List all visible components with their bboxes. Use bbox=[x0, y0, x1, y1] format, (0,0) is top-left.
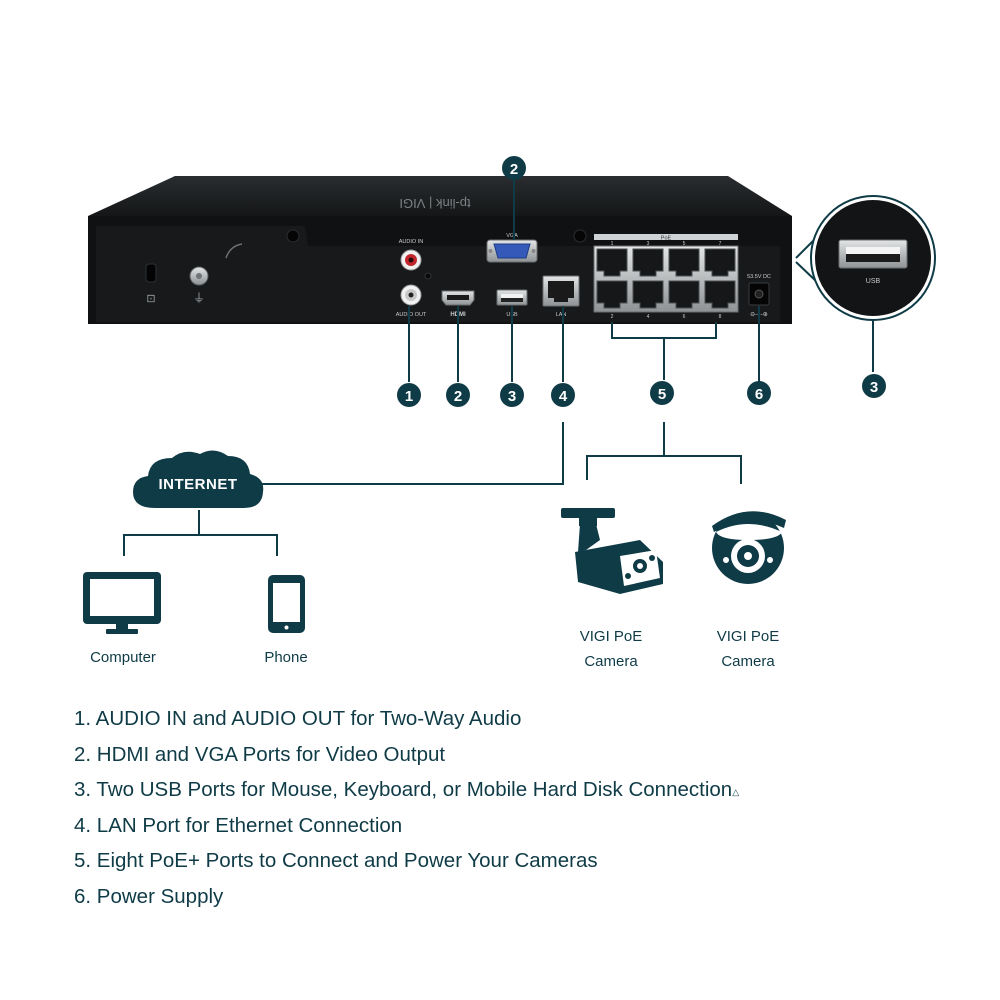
callout-badge-4 bbox=[551, 383, 575, 407]
poe-port-1 bbox=[596, 248, 628, 277]
poe-port-2 bbox=[596, 280, 628, 309]
vga-label: VGA bbox=[506, 233, 518, 239]
poe-port-7 bbox=[704, 248, 736, 277]
svg-text:3: 3 bbox=[870, 379, 878, 396]
turret-camera-label-line2: Camera bbox=[721, 653, 775, 670]
audio-out-label: AUDIO OUT bbox=[396, 312, 427, 318]
poe-bottom-number-2: 2 bbox=[611, 314, 614, 320]
feature-item-5: 5. Eight PoE+ Ports to Connect and Power… bbox=[74, 849, 598, 872]
footnote-triangle-icon: △ bbox=[732, 787, 740, 797]
poe-port-block bbox=[593, 245, 739, 313]
turret-camera-label-line1: VIGI PoE bbox=[717, 628, 780, 645]
internet-label: INTERNET bbox=[159, 476, 238, 493]
feature-list: 1. AUDIO IN and AUDIO OUT for Two-Way Au… bbox=[74, 705, 739, 918]
ground-icon: ⏚ bbox=[193, 291, 205, 305]
feature-item-6: 6. Power Supply bbox=[74, 884, 224, 908]
feature-item-2: 2. HDMI and VGA Ports for Video Output bbox=[74, 742, 446, 766]
svg-text:4: 4 bbox=[559, 388, 568, 405]
callout-lines bbox=[408, 180, 760, 382]
phone-icon bbox=[268, 575, 305, 633]
phone-label: Phone bbox=[264, 649, 307, 666]
screw-left bbox=[286, 229, 300, 243]
poe-header-bar bbox=[594, 234, 738, 240]
callout-badge-3 bbox=[500, 383, 524, 407]
screw-right bbox=[573, 229, 587, 243]
poe-bottom-number-8: 8 bbox=[719, 314, 722, 320]
usb-zoom-label: USB bbox=[866, 278, 881, 285]
callout-badge-2-vga bbox=[502, 156, 526, 180]
feature-item-4: 4. LAN Port for Ethernet Connection bbox=[74, 813, 403, 837]
poe-port-5 bbox=[668, 248, 700, 277]
svg-text:2: 2 bbox=[510, 161, 518, 178]
callout-badges: 2 1 2 3 4 5 6 bbox=[397, 156, 771, 407]
poe-label: PoE bbox=[661, 236, 672, 242]
callout-badge-2 bbox=[446, 383, 470, 407]
internet-cloud: INTERNET bbox=[133, 450, 264, 508]
nvr-device: tp-link | VIGI ⊡ ⏚ AUDIO IN AUDIO OUT HD… bbox=[88, 176, 792, 324]
poe-top-number-5: 5 bbox=[683, 241, 686, 247]
reset-arc bbox=[225, 243, 243, 259]
power-label: 53.5V DC bbox=[747, 274, 771, 280]
svg-text:3: 3 bbox=[508, 388, 516, 405]
poe-bottom-number-6: 6 bbox=[683, 314, 686, 320]
poe-port-3 bbox=[632, 248, 664, 277]
poe-port-6 bbox=[668, 280, 700, 309]
cloud-icon bbox=[133, 450, 264, 508]
lock-icon: ⊡ bbox=[146, 293, 155, 305]
computer-icon bbox=[83, 572, 161, 634]
svg-text:6: 6 bbox=[755, 386, 763, 403]
svg-text:1: 1 bbox=[405, 388, 413, 405]
poe-top-number-7: 7 bbox=[719, 241, 722, 247]
callout-badge-6 bbox=[747, 381, 771, 405]
usb-zoom-callout: USB 3 bbox=[795, 195, 936, 398]
bullet-camera-icon bbox=[561, 508, 663, 594]
device-top-face bbox=[88, 176, 792, 216]
phone-client: Phone bbox=[264, 575, 308, 666]
poe-port-8 bbox=[704, 280, 736, 309]
svg-text:2: 2 bbox=[454, 388, 462, 405]
feature-item-3: 3. Two USB Ports for Mouse, Keyboard, or… bbox=[74, 778, 740, 801]
callout-badge-3-zoom bbox=[862, 374, 886, 398]
computer-label: Computer bbox=[90, 649, 156, 666]
turret-camera: VIGI PoE Camera bbox=[712, 511, 786, 670]
turret-camera-icon bbox=[712, 511, 786, 584]
bullet-camera: VIGI PoE Camera bbox=[561, 508, 663, 670]
poe-bottom-number-4: 4 bbox=[647, 314, 650, 320]
network-lines bbox=[123, 422, 742, 556]
kensington-lock-slot bbox=[145, 263, 157, 283]
feature-item-1: 1. AUDIO IN and AUDIO OUT for Two-Way Au… bbox=[74, 707, 522, 730]
audio-screw bbox=[424, 272, 432, 280]
bullet-camera-label-line1: VIGI PoE bbox=[580, 628, 643, 645]
audio-in-label: AUDIO IN bbox=[399, 239, 423, 245]
callout-badge-5 bbox=[650, 381, 674, 405]
vga-port bbox=[493, 243, 531, 259]
svg-text:5: 5 bbox=[658, 386, 666, 403]
poe-top-number-1: 1 bbox=[611, 241, 614, 247]
poe-port-4 bbox=[632, 280, 664, 309]
computer-client: Computer bbox=[83, 572, 161, 666]
lan-label: LAN bbox=[556, 312, 567, 318]
poe-top-number-3: 3 bbox=[647, 241, 650, 247]
device-brand-logo: tp-link | VIGI bbox=[399, 196, 470, 211]
callout-badge-1 bbox=[397, 383, 421, 407]
bullet-camera-label-line2: Camera bbox=[584, 653, 638, 670]
